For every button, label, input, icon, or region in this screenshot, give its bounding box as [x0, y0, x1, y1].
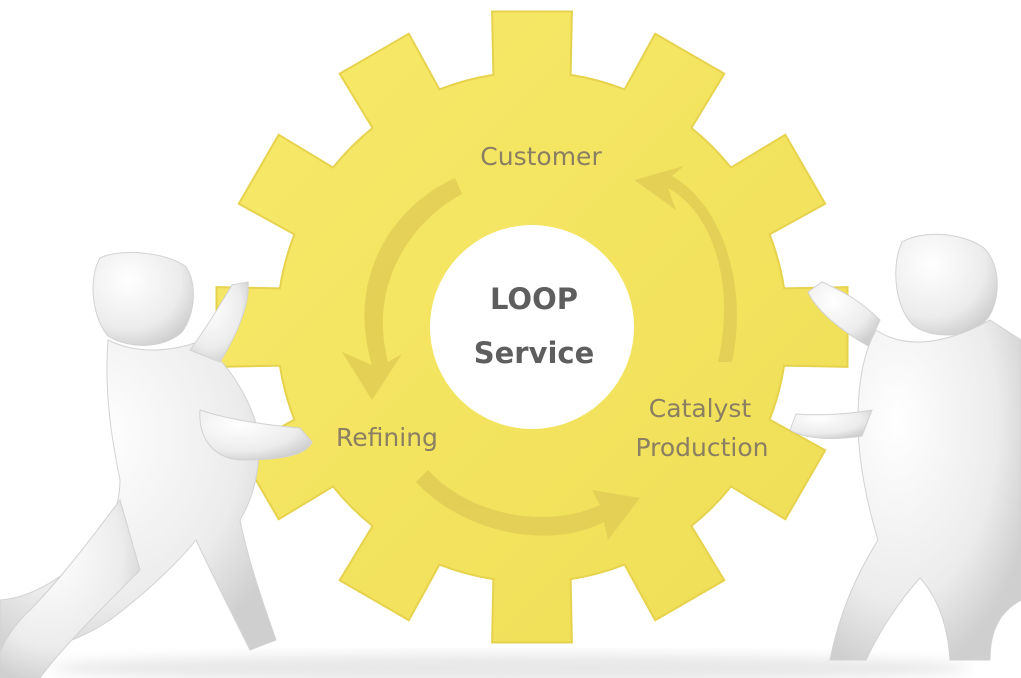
- refining-label: Refining: [336, 423, 438, 452]
- left-figure-lower-arm: [199, 409, 313, 461]
- cycle-arrows: [342, 166, 737, 540]
- arrow-refining-to-catalyst: [416, 470, 640, 540]
- right-figure-body: [829, 319, 1021, 661]
- center-title-loop: LOOP: [490, 282, 578, 316]
- gear-hub: [430, 225, 634, 429]
- floor-shadow: [50, 654, 970, 678]
- right-figure-head: [895, 233, 998, 336]
- catalyst-label: Catalyst: [649, 394, 752, 423]
- arrow-catalyst-to-customer: [634, 166, 737, 362]
- left-pushing-figure: [0, 251, 313, 678]
- left-figure-head: [92, 251, 194, 346]
- right-figure-upper-arm: [807, 281, 881, 347]
- right-figure-lower-arm: [789, 409, 873, 439]
- arrow-customer-to-refining: [342, 178, 462, 400]
- production-label: Production: [635, 433, 768, 462]
- gear: [215, 10, 849, 644]
- left-figure-back-leg: [0, 498, 141, 678]
- customer-label: Customer: [480, 142, 602, 171]
- right-pushing-figure: [789, 233, 1021, 661]
- left-figure-upper-arm: [189, 281, 249, 363]
- center-title-service: Service: [474, 336, 595, 370]
